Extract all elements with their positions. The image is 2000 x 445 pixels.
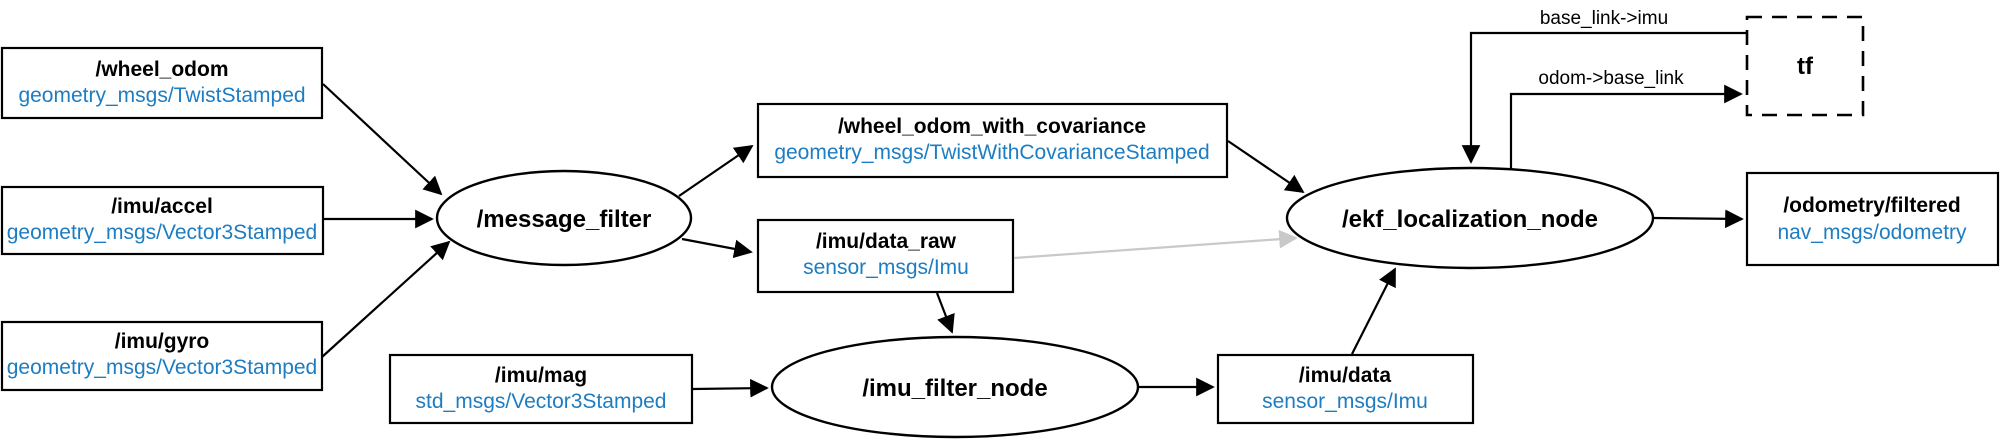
topic-name: /wheel_odom_with_covariance — [838, 115, 1146, 138]
topic-box-imu-accel: /imu/accel geometry_msgs/Vector3Stamped — [0, 185, 325, 256]
edge-wheel-odom-with-covariance-to-ekf — [1227, 140, 1305, 194]
topic-type: geometry_msgs/TwistStamped — [18, 84, 305, 107]
edge-imu-data-raw-to-ekf-inactive — [1013, 229, 1298, 260]
topic-name: /imu/gyro — [115, 330, 210, 353]
node-label: /imu_filter_node — [862, 375, 1047, 402]
topic-name: /imu/accel — [111, 195, 213, 218]
edge-wheel-odom-to-message-filter — [322, 83, 443, 196]
topic-name: /wheel_odom — [95, 58, 228, 81]
topic-box-rect — [1745, 171, 2000, 267]
topic-type: sensor_msgs/Imu — [803, 256, 969, 279]
topic-box-rect — [756, 218, 1015, 294]
topic-box-odometry-filtered: /odometry/filtered nav_msgs/odometry — [1745, 171, 2000, 267]
tf-frame-box: tf — [1745, 15, 1865, 117]
topic-type: nav_msgs/odometry — [1777, 221, 1967, 244]
edge-message-filter-to-imu-data-raw — [681, 237, 753, 259]
edge-label-base-link-imu: base_link->imu — [1540, 8, 1668, 29]
topic-type: geometry_msgs/TwistWithCovarianceStamped — [774, 141, 1209, 164]
node-ellipse-ekf-localization-node: /ekf_localization_node — [1285, 166, 1655, 270]
node-shape — [1285, 166, 1655, 270]
edge-imu-mag-to-imu-filter-node — [692, 378, 769, 398]
edge-imu-gyro-to-message-filter — [321, 240, 451, 358]
topic-box-rect — [1216, 353, 1475, 425]
topic-box-imu-gyro: /imu/gyro geometry_msgs/Vector3Stamped — [0, 320, 324, 392]
topic-box-rect — [0, 46, 324, 120]
edge-imu-data-to-ekf — [1351, 267, 1396, 355]
node-label: /message_filter — [477, 206, 652, 233]
topic-name: /odometry/filtered — [1783, 194, 1960, 217]
tf-rect — [1745, 15, 1865, 117]
topic-box-wheel-odom: /wheel_odom geometry_msgs/TwistStamped — [0, 46, 324, 120]
topic-box-rect — [0, 320, 324, 392]
topic-box-imu-mag: /imu/mag std_msgs/Vector3Stamped — [388, 353, 694, 425]
topic-type: std_msgs/Vector3Stamped — [416, 390, 667, 413]
edge-label-odom-base-link: odom->base_link — [1538, 68, 1684, 89]
topic-box-wheel-odom-with-covariance: /wheel_odom_with_covariance geometry_msg… — [756, 102, 1229, 179]
edge-imu-data-raw-to-imu-filter-node — [935, 292, 955, 334]
tf-label: tf — [1797, 53, 1814, 80]
topic-box-rect — [388, 353, 694, 425]
topic-type: sensor_msgs/Imu — [1262, 390, 1428, 413]
node-shape — [770, 335, 1140, 439]
topic-box-rect — [756, 102, 1229, 179]
topic-name: /imu/mag — [495, 364, 587, 387]
node-ellipse-message-filter: /message_filter — [435, 169, 693, 267]
topic-type: geometry_msgs/Vector3Stamped — [7, 221, 318, 244]
node-ellipse-imu-filter-node: /imu_filter_node — [770, 335, 1140, 439]
topic-box-imu-data: /imu/data sensor_msgs/Imu — [1216, 353, 1475, 425]
edge-tf-to-ekf-base-link-imu — [1461, 31, 1746, 164]
topic-name: /imu/data — [1299, 364, 1392, 387]
node-label: /ekf_localization_node — [1342, 206, 1598, 233]
topic-type: geometry_msgs/Vector3Stamped — [7, 356, 318, 379]
topic-name: /imu/data_raw — [816, 230, 957, 253]
edge-message-filter-to-wheel-odom-with-covariance — [678, 144, 754, 197]
topic-box-rect — [0, 185, 325, 256]
node-shape — [435, 169, 693, 267]
edge-ekf-to-odometry-filtered — [1653, 209, 1744, 229]
topic-box-imu-data-raw: /imu/data_raw sensor_msgs/Imu — [756, 218, 1015, 294]
edge-ekf-to-tf-odom-base-link — [1509, 84, 1743, 168]
